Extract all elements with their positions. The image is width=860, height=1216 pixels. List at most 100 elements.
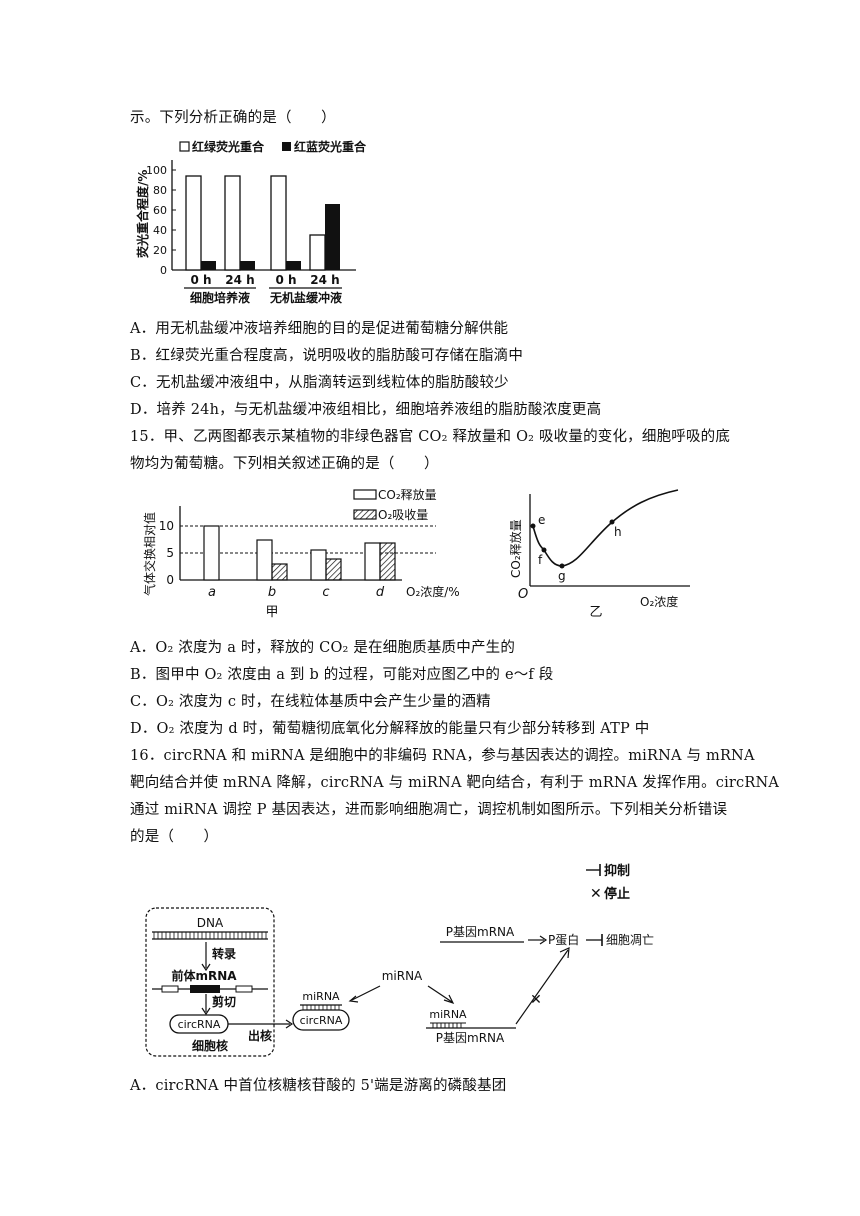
- point-h: [609, 519, 615, 525]
- group-label-culture: 细胞培养液: [190, 290, 250, 305]
- apoptosis-label: 细胞凋亡: [606, 933, 654, 947]
- nucleus-label: 细胞核: [192, 1038, 228, 1053]
- mirna-mrna-binding: [430, 1022, 466, 1028]
- y-ticks: 0 20 40 60 80 100: [146, 164, 176, 277]
- bar-culture-24h-red-blue: [240, 261, 255, 270]
- intro-line: 示。下列分析正确的是（ ）: [130, 110, 336, 126]
- q15-chart-jia-svg: CO₂释放量 O₂吸收量 气体交换相对值 10 5 0 a b: [142, 487, 460, 620]
- bar-culture-0h-red-green: [185, 175, 202, 271]
- bar-c-o2: [325, 558, 342, 581]
- splice-label: 剪切: [212, 994, 236, 1009]
- pre-mrna-label: 前体mRNA: [171, 968, 237, 983]
- circrna-label-cytoplasm: circRNA: [300, 1014, 343, 1027]
- q15-chart-yi: CO₂释放量 e f g h O O₂浓度 乙: [500, 484, 700, 628]
- x-tick-d: d: [376, 585, 385, 600]
- mirna-to-mrna-arrow: [427, 985, 453, 1003]
- y-tick-10: 10: [159, 519, 174, 533]
- y-axis-label: CO₂释放量: [508, 519, 523, 578]
- q15-option-b: B．图甲中 O₂ 浓度由 a 到 b 的过程，可能对应图乙中的 e～f 段: [130, 667, 554, 683]
- p-protein-label: P蛋白: [548, 932, 579, 947]
- p-mrna-label-bound: P基因mRNA: [436, 1031, 505, 1045]
- mirna-label-bound-mrna: miRNA: [429, 1008, 467, 1021]
- legend-label-red-green: 红绿荧光重合: [192, 139, 265, 154]
- bar-culture-24h-red-green: [224, 175, 241, 271]
- bar-buffer-24h-red-green: [309, 234, 326, 271]
- label-f: f: [538, 553, 543, 567]
- x-tick-c: c: [322, 585, 329, 600]
- y-tick-40: 40: [153, 224, 167, 237]
- y-tick-0: 0: [160, 264, 167, 277]
- q16-option-a: A．circRNA 中首位核糖核苷酸的 5'端是游离的磷酸基团: [130, 1078, 507, 1094]
- q14-bar-chart-svg: 红绿荧光重合 红蓝荧光重合 荧光重合程度/% 0 20 40 60 80 100: [135, 139, 367, 305]
- q15-option-a: A．O₂ 浓度为 a 时，释放的 CO₂ 是在细胞质基质中产生的: [130, 640, 516, 656]
- co2-curve: [532, 489, 679, 567]
- q15-chart-jia: CO₂释放量 O₂吸收量 气体交换相对值 10 5 0 a b: [140, 484, 480, 628]
- mirna-to-circ-arrow: [351, 985, 381, 1001]
- caption-yi: 乙: [589, 605, 602, 620]
- y-tick-60: 60: [153, 204, 167, 217]
- y-tick-20: 20: [153, 244, 167, 257]
- circrna-label-nucleus: circRNA: [178, 1018, 221, 1031]
- q14-bar-chart: 红绿荧光重合 红蓝荧光重合 荧光重合程度/% 0 20 40 60 80 100: [128, 136, 388, 312]
- blocked-translation-arrow: [515, 949, 569, 1025]
- bar-buffer-0h-red-green: [270, 175, 287, 271]
- group-label-buffer: 无机盐缓冲液: [269, 290, 342, 305]
- q14-option-a: A．用无机盐缓冲液培养细胞的目的是促进葡萄糖分解供能: [130, 321, 509, 337]
- origin-label: O: [518, 587, 528, 602]
- legend-swatch-red-blue: [282, 142, 291, 151]
- x-tick-a: a: [208, 585, 216, 600]
- legend-swatch-red-green: [179, 141, 190, 152]
- legend-label-o2: O₂吸收量: [378, 508, 428, 522]
- stop-legend-icon: ✕: [590, 886, 602, 902]
- legend-swatch-co2: [353, 489, 377, 500]
- bar-buffer-24h-red-blue: [325, 204, 340, 270]
- stop-mark-icon: ✕: [530, 992, 542, 1008]
- bar-d-co2: [364, 542, 381, 581]
- bar-b-co2: [256, 539, 273, 581]
- dna-strand: [152, 931, 268, 940]
- x-axis-label: O₂浓度/%: [406, 584, 460, 599]
- caption-jia: 甲: [265, 605, 278, 620]
- transcription-label: 转录: [212, 946, 236, 961]
- point-f: [541, 547, 547, 553]
- q15-option-d: D．O₂ 浓度为 d 时，葡萄糖彻底氧化分解释放的能量只有少部分转移到 ATP …: [130, 721, 650, 737]
- q16-stem-line3: 通过 miRNA 调控 P 基因表达，进而影响细胞凋亡，调控机制如图所示。下列相…: [130, 802, 728, 818]
- q14-option-b: B．红绿荧光重合程度高，说明吸收的脂肪酸可存储在脂滴中: [130, 348, 524, 364]
- x-axis-label: O₂浓度: [640, 594, 678, 609]
- export-label: 出核: [248, 1028, 272, 1043]
- x-tick-24h-a: 24 h: [225, 273, 254, 287]
- q16-diagram: 抑制 ✕ 停止 DNA 转录 前体mRNA 剪切 circRNA 细胞核 出核: [140, 852, 680, 1066]
- bars: [203, 525, 396, 581]
- mirna-label-free: miRNA: [382, 969, 423, 983]
- bars: [185, 175, 340, 271]
- bar-culture-0h-red-blue: [201, 261, 216, 270]
- q15-stem-line2: 物均为葡萄糖。下列相关叙述正确的是（ ）: [130, 456, 439, 472]
- label-g: g: [558, 569, 566, 583]
- q16-diagram-svg: 抑制 ✕ 停止 DNA 转录 前体mRNA 剪切 circRNA 细胞核 出核: [145, 863, 654, 1057]
- legend-label-red-blue: 红蓝荧光重合: [294, 139, 367, 154]
- nucleus-box: [145, 907, 275, 1057]
- bar-c-co2: [310, 549, 327, 581]
- q16-stem-line1: 16．circRNA 和 miRNA 是细胞中的非编码 RNA，参与基因表达的调…: [130, 748, 755, 764]
- q14-option-d: D．培养 24h，与无机盐缓冲液组相比，细胞培养液组的脂肪酸浓度更高: [130, 402, 602, 418]
- q14-option-c: C．无机盐缓冲液组中，从脂滴转运到线粒体的脂肪酸较少: [130, 375, 509, 391]
- label-e: e: [538, 513, 545, 527]
- bar-buffer-0h-red-blue: [286, 261, 301, 270]
- x-tick-b: b: [268, 585, 276, 600]
- p-mrna-label-top: P基因mRNA: [446, 925, 515, 939]
- x-tick-0h-b: 0 h: [275, 273, 296, 287]
- bar-b-o2: [271, 563, 288, 581]
- y-tick-80: 80: [153, 184, 167, 197]
- y-tick-0: 0: [166, 573, 174, 587]
- bar-d-o2: [379, 542, 396, 581]
- point-e: [530, 523, 536, 529]
- bar-a-co2: [203, 525, 220, 581]
- x-tick-0h-a: 0 h: [190, 273, 211, 287]
- q15-stem-line1: 15．甲、乙两图都表示某植物的非绿色器官 CO₂ 释放量和 O₂ 吸收量的变化，…: [130, 429, 731, 445]
- mirna-label-bound-circ: miRNA: [302, 990, 340, 1003]
- legend-stop: 停止: [604, 886, 630, 902]
- legend-label-co2: CO₂释放量: [378, 487, 437, 502]
- x-tick-24h-b: 24 h: [310, 273, 339, 287]
- legend-inhibit: 抑制: [604, 863, 630, 879]
- y-axis-label: 荧光重合程度/%: [135, 170, 150, 258]
